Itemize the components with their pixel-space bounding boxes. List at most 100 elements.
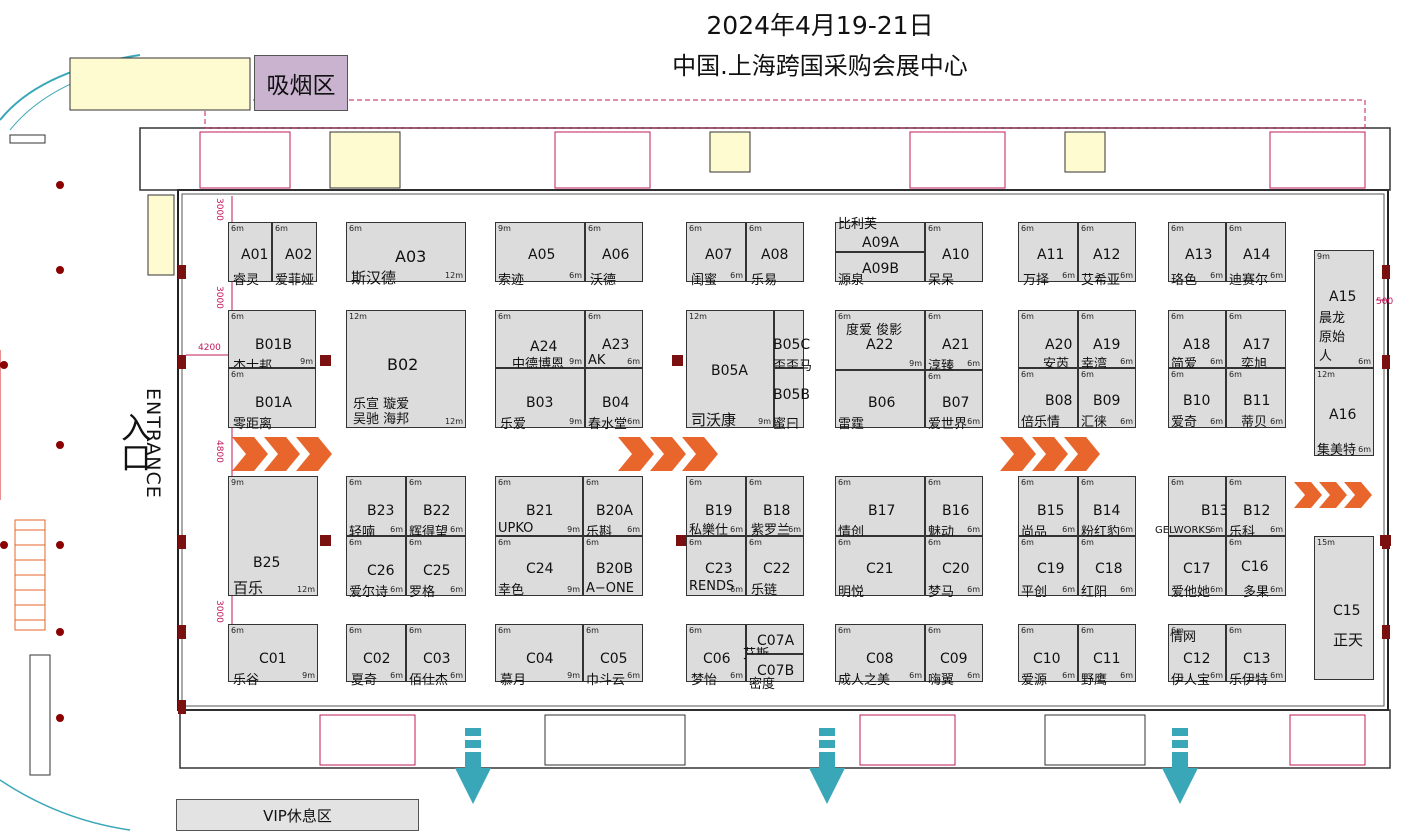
booth-code: A03 [395, 247, 427, 266]
booth-width: 6m [231, 626, 244, 635]
booth-exhibitor: 度爱 俊影 [846, 323, 903, 338]
booth-c07a[interactable]: C07A艾斯 [743, 624, 804, 662]
booth-width: 6m [1171, 626, 1184, 635]
booth-depth: 12m [445, 417, 463, 426]
dimension-label: 500 [1376, 297, 1394, 307]
booth-width: 6m [749, 478, 762, 487]
exit-arrow-2 [809, 728, 845, 804]
booth-width: 6m [1171, 224, 1184, 233]
booth-depth: 6m [730, 671, 743, 680]
booth-depth: 6m [390, 525, 403, 534]
booth-width: 6m [409, 538, 422, 547]
booth-code: B07 [942, 395, 970, 411]
booth-code: A19 [1093, 337, 1121, 353]
booth-exhibitor: 梦马 [928, 585, 955, 600]
smoking-area: 吸烟区 [254, 55, 348, 111]
booth-exhibitor: 爱源 [1021, 673, 1048, 688]
booth-code: C13 [1243, 651, 1271, 667]
vip-lounge: VIP休息区 [176, 799, 419, 831]
booth-width: 6m [689, 538, 702, 547]
booth-width: 6m [689, 478, 702, 487]
